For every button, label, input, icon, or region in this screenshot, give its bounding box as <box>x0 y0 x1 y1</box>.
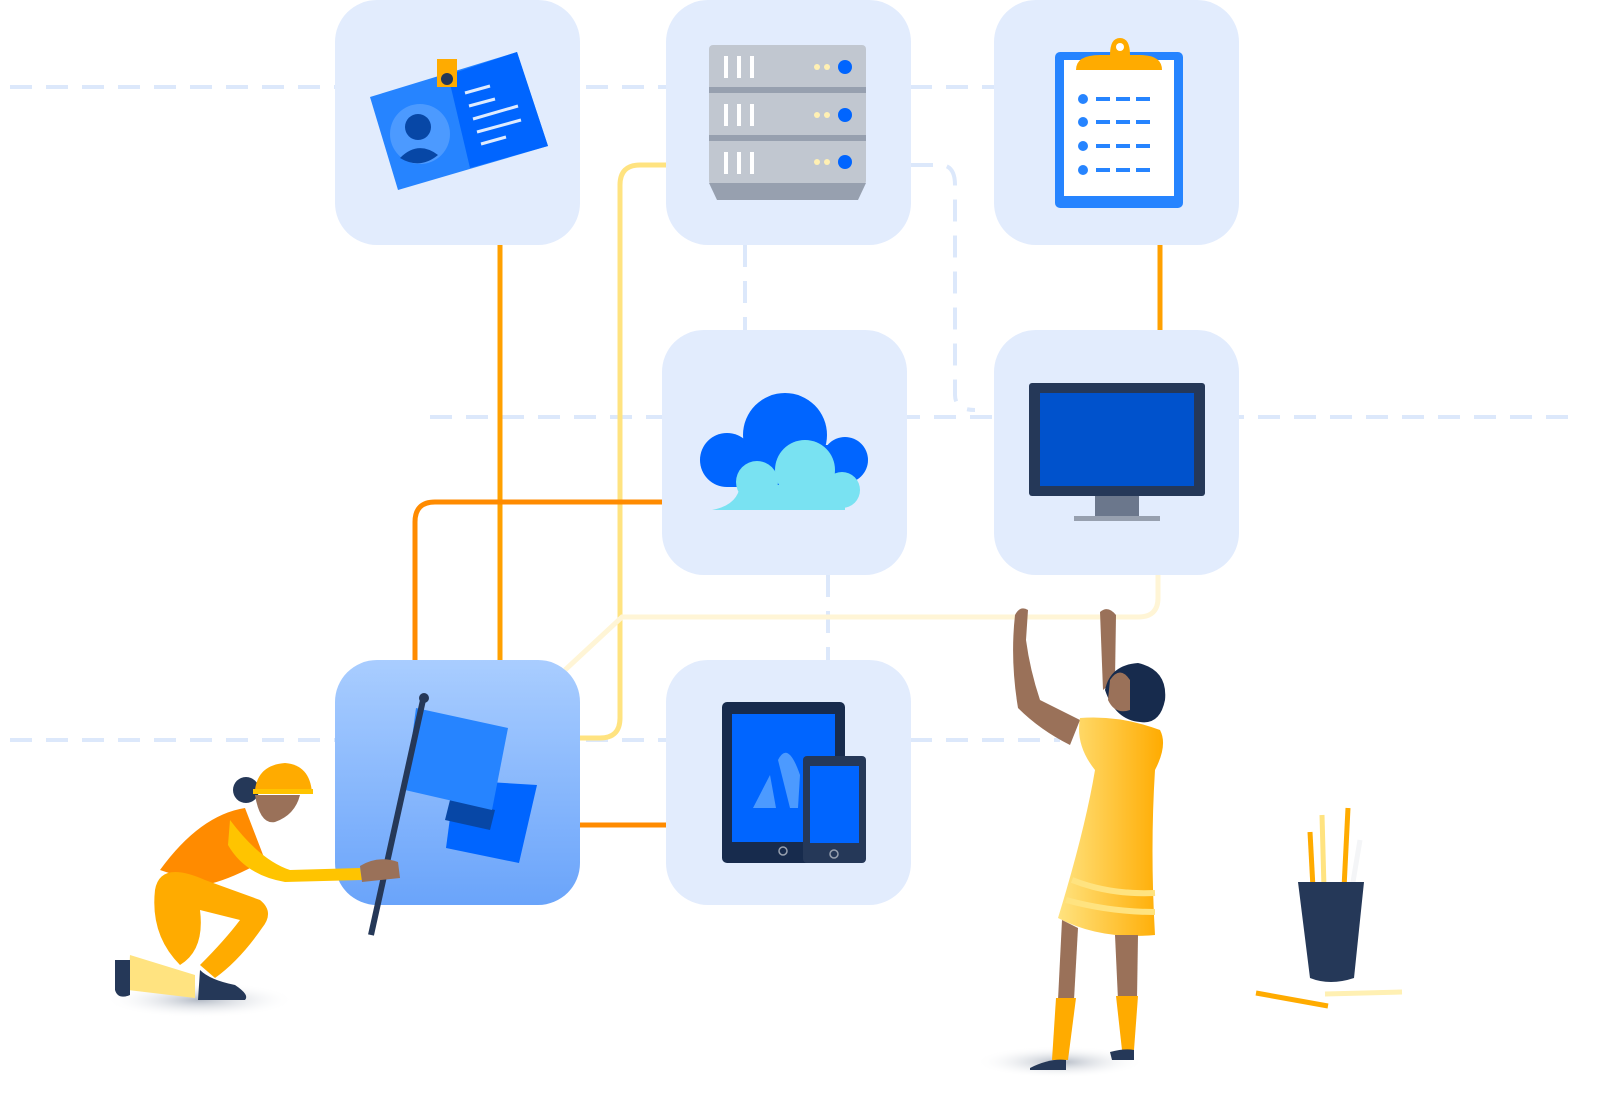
tile-clipboard <box>994 0 1239 245</box>
person-kneeling-with-flag <box>105 763 400 1018</box>
monitor-icon <box>1029 383 1205 521</box>
id-card-icon <box>370 52 548 190</box>
tablet-phone-icon <box>722 702 866 863</box>
dashed-line-server-monitor <box>911 163 976 412</box>
tile-devices <box>666 660 911 905</box>
colored-connectors <box>412 162 1163 828</box>
pencil-cup <box>1255 807 1403 1009</box>
dark-orange-line-cloud-flag <box>412 499 662 660</box>
person-cheering <box>975 608 1166 1078</box>
tile-flag <box>335 660 580 936</box>
tile-cloud <box>662 330 907 575</box>
clipboard-icon <box>1055 38 1183 208</box>
cloud-icon <box>700 393 868 510</box>
flag-icon <box>368 693 537 936</box>
tile-monitor <box>994 330 1239 575</box>
yellow-line-server-flag <box>580 162 666 741</box>
light-yellow-line-monitor-flag <box>563 575 1161 672</box>
tile-server <box>666 0 911 245</box>
server-icon <box>709 45 866 200</box>
tile-id-card <box>335 0 580 245</box>
